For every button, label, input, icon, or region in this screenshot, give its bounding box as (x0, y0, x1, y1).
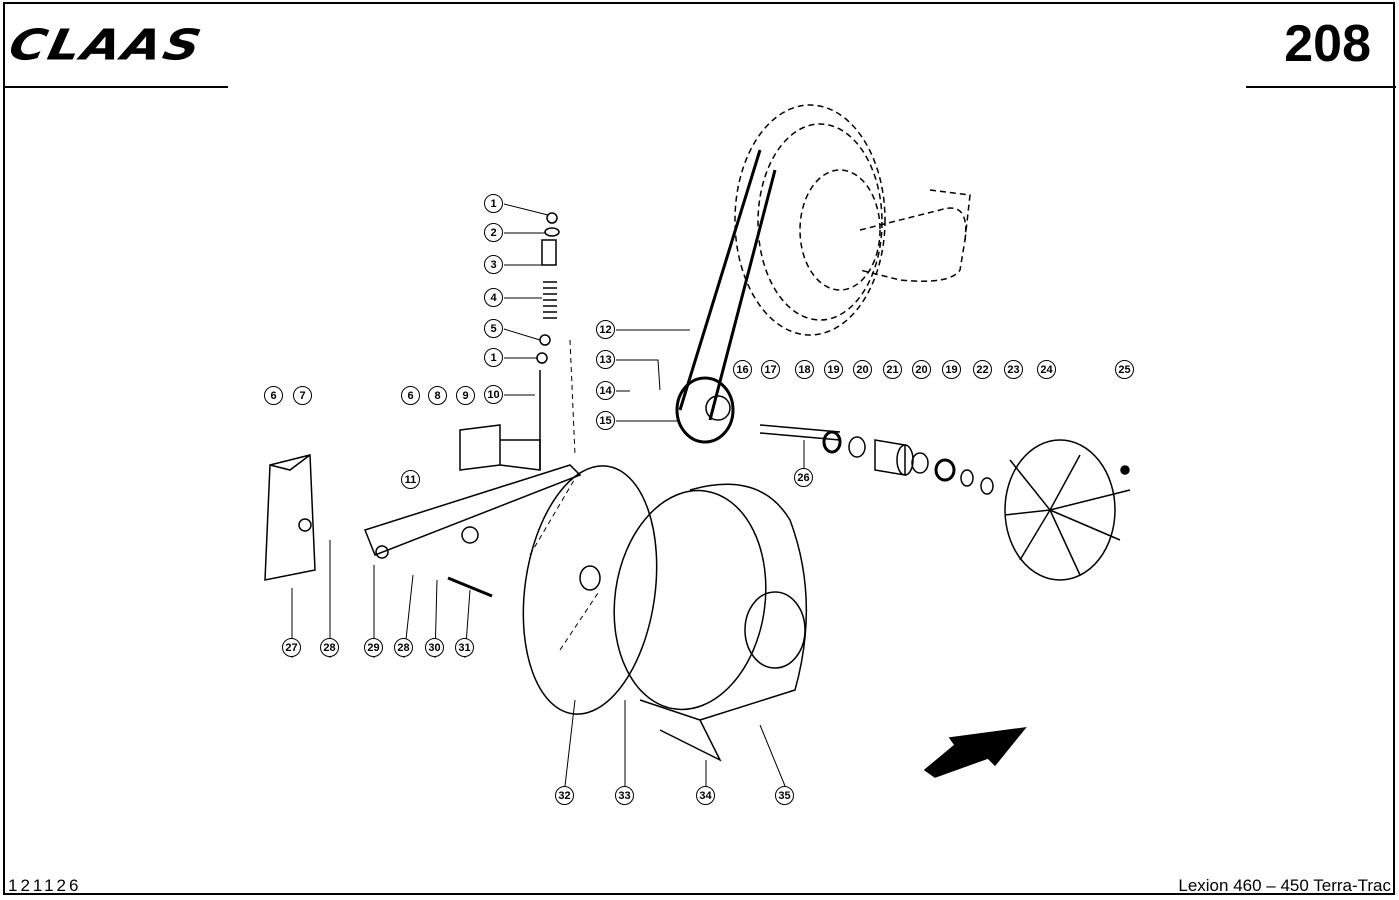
callout-7: 7 (293, 386, 312, 405)
callout-35: 35 (775, 786, 794, 805)
pulley (675, 376, 735, 444)
page-frame (3, 2, 1395, 895)
callout-5: 5 (484, 319, 503, 338)
callout-10: 10 (484, 385, 503, 404)
callout-17: 17 (761, 360, 780, 379)
callout-12: 12 (596, 320, 615, 339)
callout-32: 32 (555, 786, 574, 805)
header-rule-right (1246, 86, 1396, 88)
callout-23: 23 (1004, 360, 1023, 379)
callout-28: 28 (320, 638, 339, 657)
callout-27: 27 (282, 638, 301, 657)
callout-20: 20 (912, 360, 931, 379)
callout-33: 33 (615, 786, 634, 805)
housing-side-plate (522, 465, 658, 715)
callout-14: 14 (596, 381, 615, 400)
fan-housing (613, 483, 808, 762)
callout-1: 1 (484, 348, 503, 367)
fan-impeller (1004, 439, 1131, 581)
callout-6: 6 (401, 386, 420, 405)
drive-belt (678, 149, 777, 421)
document-number: 121126 (8, 876, 82, 895)
callout-29: 29 (364, 638, 383, 657)
page-number: 208 (1284, 15, 1371, 73)
callout-4: 4 (484, 288, 503, 307)
callout-13: 13 (596, 350, 615, 369)
callout-26: 26 (794, 468, 813, 487)
callout-22: 22 (973, 360, 992, 379)
callout-31: 31 (455, 638, 474, 657)
callout-11: 11 (401, 470, 420, 489)
support-arm (364, 464, 582, 556)
callout-8: 8 (428, 386, 447, 405)
callout-19: 19 (942, 360, 961, 379)
callout-6: 6 (264, 386, 283, 405)
callout-1: 1 (484, 194, 503, 213)
callout-30: 30 (425, 638, 444, 657)
header-rule-left (3, 86, 228, 88)
callout-25: 25 (1115, 360, 1134, 379)
callout-34: 34 (696, 786, 715, 805)
callout-28: 28 (394, 638, 413, 657)
callout-9: 9 (456, 386, 475, 405)
direction-arrow (923, 727, 1027, 778)
shaft (759, 424, 841, 441)
callout-2: 2 (484, 223, 503, 242)
drive-pulley-assembly (734, 104, 971, 336)
callout-3: 3 (484, 255, 503, 274)
machine-model: Lexion 460 – 450 Terra-Trac (1178, 876, 1391, 895)
callout-18: 18 (795, 360, 814, 379)
bracket (264, 454, 316, 581)
callout-20: 20 (853, 360, 872, 379)
callout-19: 19 (824, 360, 843, 379)
callout-16: 16 (733, 360, 752, 379)
callout-15: 15 (596, 411, 615, 430)
callout-24: 24 (1037, 360, 1056, 379)
callout-21: 21 (883, 360, 902, 379)
